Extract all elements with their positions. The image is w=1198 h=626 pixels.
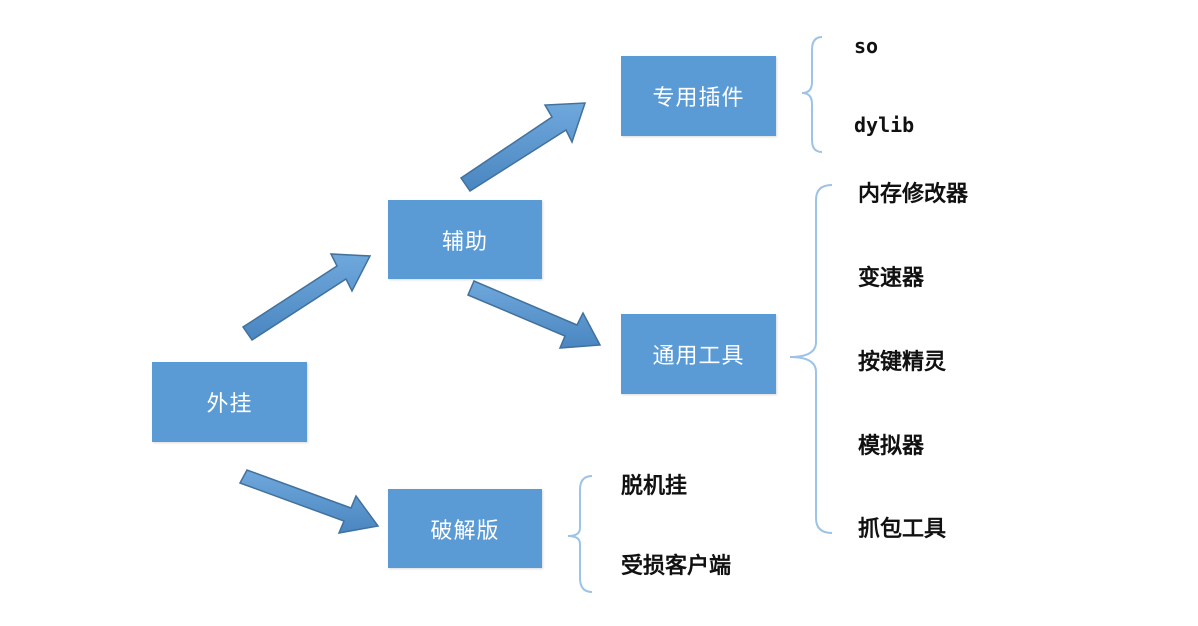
node-plugin-label: 专用插件 [652,86,745,111]
node-cracked: 破解版 [388,489,542,568]
arrow-assist-to-tools [467,280,602,349]
brace-plugin [801,36,823,153]
tool-item-memory-editor: 内存修改器 [858,182,969,207]
plugin-item-dylib: dylib [854,113,915,137]
node-assist: 辅助 [388,200,542,279]
cracked-item-offline: 脱机挂 [621,474,688,499]
node-root: 外挂 [152,362,307,442]
cracked-item-modified-client: 受损客户端 [621,554,732,579]
node-assist-label: 辅助 [441,229,488,255]
brace-cracked [567,475,593,593]
arrow-root-to-cracked [238,469,380,534]
arrow-assist-to-plugin [459,102,587,193]
node-plugin: 专用插件 [621,56,776,136]
node-tools: 通用工具 [621,314,776,394]
node-tools-label: 通用工具 [652,344,745,369]
tool-item-key-macro: 按键精灵 [858,350,947,375]
tool-item-emulator: 模拟器 [858,434,925,459]
tool-item-packet-capture: 抓包工具 [858,517,947,542]
node-cracked-label: 破解版 [430,518,500,544]
tool-item-speed-changer: 变速器 [858,266,925,291]
arrow-root-to-assist [241,253,372,342]
plugin-item-so: so [854,34,879,58]
brace-tools [789,184,833,534]
node-root-label: 外挂 [206,392,253,417]
